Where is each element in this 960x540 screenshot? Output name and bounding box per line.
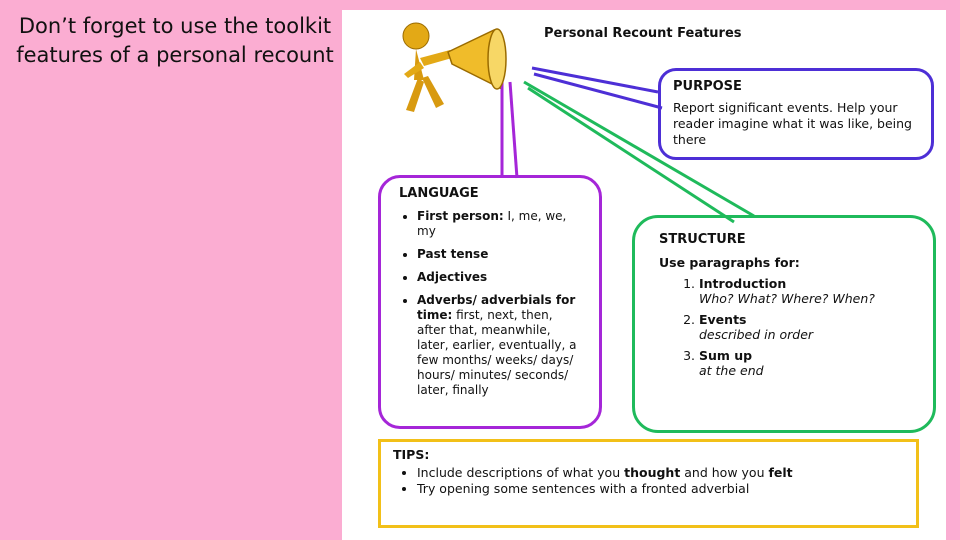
recount-features-card: Personal Recount Features PURPOSE Report… xyxy=(342,10,946,540)
list-item: Adverbs/ adverbials for time: first, nex… xyxy=(417,293,581,398)
purpose-box: PURPOSE Report significant events. Help … xyxy=(658,68,934,160)
list-item: Past tense xyxy=(417,247,581,262)
tips-list: Include descriptions of what you thought… xyxy=(393,465,904,497)
megaphone-figure-icon xyxy=(402,22,507,112)
language-box: LANGUAGE First person: I, me, we, my Pas… xyxy=(378,175,602,429)
language-heading: LANGUAGE xyxy=(399,186,479,201)
structure-box: STRUCTURE Use paragraphs for: Introducti… xyxy=(632,215,936,433)
list-item: Include descriptions of what you thought… xyxy=(417,465,904,481)
list-item: First person: I, me, we, my xyxy=(417,209,581,239)
card-title: Personal Recount Features xyxy=(544,26,742,41)
list-item: Try opening some sentences with a fronte… xyxy=(417,481,904,497)
structure-heading: STRUCTURE xyxy=(659,232,746,247)
purpose-heading: PURPOSE xyxy=(673,79,742,94)
language-list: First person: I, me, we, my Past tense A… xyxy=(399,209,581,398)
slide-title: Don’t forget to use the toolkit features… xyxy=(16,14,334,67)
list-item: Adjectives xyxy=(417,270,581,285)
tips-box: TIPS: Include descriptions of what you t… xyxy=(378,439,919,528)
purpose-text: Report significant events. Help your rea… xyxy=(673,100,912,147)
structure-subheading: Use paragraphs for: xyxy=(659,255,800,270)
tips-heading: TIPS: xyxy=(393,447,430,462)
callout-lines xyxy=(500,66,755,224)
